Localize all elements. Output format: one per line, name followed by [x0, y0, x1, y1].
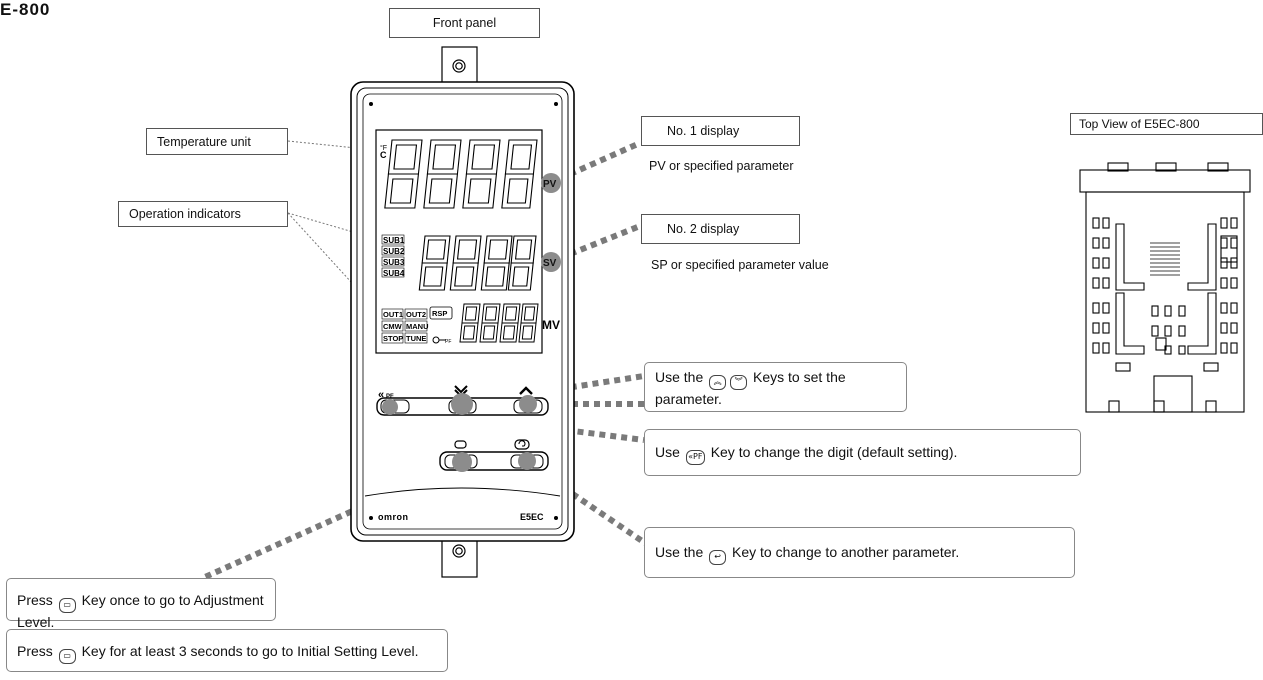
pv-digits [384, 139, 538, 209]
svg-text:PV: PV [543, 179, 557, 190]
leader-op-ind-1 [287, 212, 385, 242]
down-key-icon: ︾ [730, 375, 748, 390]
shift-key-callout: Use «PF Key to change the digit (default… [644, 429, 1081, 476]
level-key-once-callout: Press ▭ Key once to go to Adjustment Lev… [6, 578, 276, 630]
op-indicator: CMW [383, 322, 403, 331]
no2-display-desc: SP or specified parameter value [651, 258, 829, 272]
sv-circle: SV [541, 252, 561, 272]
temperature-unit-callout: Temperature unit [146, 128, 288, 155]
sv-digits [418, 235, 537, 291]
level-key-hold-callout: Press ▭ Key for at least 3 seconds to go… [6, 629, 448, 672]
op-indicator: OUT1 [383, 310, 403, 319]
down-key-button[interactable] [451, 393, 473, 415]
sub-indicator: SUB4 [383, 269, 405, 278]
op-indicator: OUT2 [406, 310, 426, 319]
bottom-screw-icon [452, 544, 466, 558]
up-key-button[interactable] [519, 395, 537, 413]
leader-shift-key [391, 405, 645, 443]
mode-key-icon: ↩ [709, 550, 727, 565]
svg-text:C: C [380, 150, 387, 160]
svg-text:SV: SV [543, 258, 557, 269]
top-screw-icon [452, 59, 466, 73]
brand-logo: omron [378, 512, 409, 522]
operation-indicators: OUT1 OUT2 RSP CMW MANU STOP TUNE [381, 306, 453, 344]
operation-indicators-callout: Operation indicators [118, 201, 288, 227]
top-view-label: Top View of E5EC-800 [1070, 113, 1263, 135]
sub-indicator: SUB2 [383, 247, 405, 256]
op-indicator: STOP [383, 334, 403, 343]
no2-display-callout: No. 2 display [641, 214, 800, 244]
svg-text:PF: PF [445, 339, 451, 345]
front-panel-label: Front panel [389, 8, 540, 38]
op-indicator: MANU [406, 322, 429, 331]
pf-shift-key-icon: « PF [378, 389, 394, 401]
level-key-icon [454, 440, 467, 449]
op-indicator: RSP [432, 309, 447, 318]
temp-unit-mark: °F [380, 144, 387, 152]
shift-key-button[interactable] [382, 399, 398, 415]
mode-key-callout: Use the ↩ Key to change to another param… [644, 527, 1075, 578]
mode-key-icon [514, 439, 530, 450]
key-lock-icon: PF [432, 336, 451, 345]
op-indicator: TUNE [406, 334, 426, 343]
model-label: E5EC [520, 512, 544, 522]
sub-indicator: SUB1 [383, 236, 405, 245]
svg-text:«: « [378, 389, 384, 401]
no1-display-desc: PV or specified parameter [649, 159, 794, 173]
sub-indicators: SUB1 SUB2 SUB3 SUB4 [381, 234, 405, 278]
top-view-drawing [1079, 162, 1251, 413]
up-key-icon: ︽ [709, 375, 727, 390]
updown-keys-callout: Use the ︽︾ Keys to set the parameter. [644, 362, 907, 412]
level-key-icon: ▭ [58, 649, 76, 664]
mv-digits [459, 303, 539, 343]
no1-display-callout: No. 1 display [641, 116, 800, 146]
pv-circle: PV [541, 173, 561, 193]
mode-key-button[interactable] [518, 452, 536, 470]
level-key-icon: ▭ [58, 598, 76, 613]
mv-label: MV [542, 318, 560, 332]
sub-indicator: SUB3 [383, 258, 405, 267]
up-key-icon [519, 386, 533, 395]
page-fragment: E-800 [0, 0, 51, 19]
svg-text:PF: PF [386, 394, 394, 400]
pf-shift-key-icon: «PF [685, 450, 705, 465]
level-key-button[interactable] [452, 452, 472, 472]
